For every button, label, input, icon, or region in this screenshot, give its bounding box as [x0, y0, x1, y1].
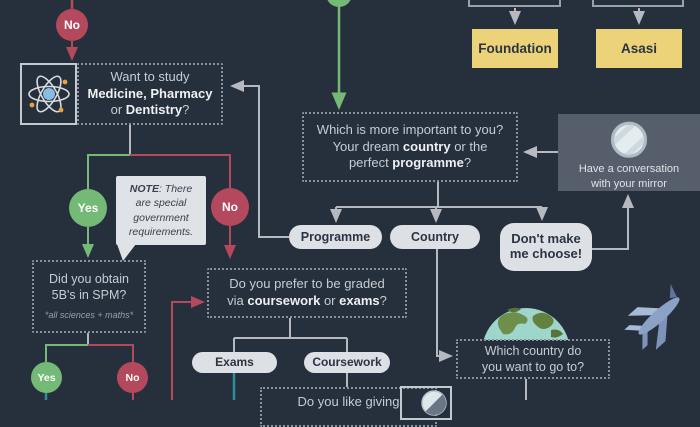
yes-circle-mid: Yes	[69, 189, 107, 227]
no-circle-mid-label: No	[222, 200, 238, 214]
country-pill: Country	[390, 225, 480, 249]
note-bubble-tail	[117, 244, 136, 261]
connector-lines	[44, 0, 645, 400]
programme-label: Programme	[300, 229, 371, 244]
important-line-2: Your dream country or the	[332, 138, 488, 154]
spm-question: Did you obtain 5B's in SPM? *all science…	[32, 260, 146, 333]
cutoff-box-right	[592, 0, 684, 7]
science-icon-box	[20, 63, 77, 125]
exams-label: Exams	[215, 354, 254, 369]
mirror-line-1: Have a conversation	[578, 163, 680, 176]
dont-choose-line-1: Don't make	[511, 231, 581, 247]
country-label: Country	[411, 229, 459, 244]
dont-choose-pill: Don't make me choose!	[500, 223, 592, 271]
foundation-label: Foundation	[478, 41, 552, 56]
yes-circle-mid-label: Yes	[77, 201, 99, 215]
programme-pill: Programme	[289, 225, 382, 249]
mirror-icon	[610, 121, 648, 158]
coursework-label: Coursework	[312, 354, 382, 369]
yes-circle-bottom-label: Yes	[37, 371, 56, 384]
graded-line-1: Do you prefer to be graded	[229, 276, 385, 292]
foundation-box: Foundation	[472, 29, 558, 68]
country-line-2: you want to go to?	[481, 360, 585, 374]
giving-line-1: Do you like giving	[297, 394, 400, 409]
coursework-pill: Coursework	[304, 352, 390, 373]
want-line-1: Want to study	[110, 69, 190, 85]
country-line-1: Which country do	[484, 344, 582, 358]
flowchart-canvas: { "palette": { "background": "#262f3c", …	[20, 0, 700, 427]
exams-pill: Exams	[192, 352, 277, 373]
atom-icon	[27, 75, 70, 113]
note-line-2: are special	[135, 197, 187, 210]
asasi-box: Asasi	[596, 29, 682, 68]
note-line-1: NOTE: There	[129, 183, 193, 196]
mirror-line-2: with your mirror	[591, 177, 667, 190]
want-line-3: or Dentistry?	[110, 102, 190, 118]
no-circle-bottom: No	[117, 362, 148, 393]
mirror-box: Have a conversation with your mirror	[558, 114, 700, 191]
no-circle-bottom-label: No	[125, 371, 140, 384]
no-circle-top-label: No	[64, 18, 80, 32]
important-line-3: perfect programme?	[348, 155, 472, 171]
spm-line-2: 5B's in SPM?	[51, 288, 127, 303]
important-line-1: Which is more important to you?	[316, 122, 504, 138]
dont-choose-line-2: me choose!	[509, 246, 583, 261]
want-to-study-question: Want to study Medicine, Pharmacy or Dent…	[77, 63, 223, 125]
graded-line-2: via coursework or exams?	[227, 293, 387, 308]
plane-icon	[624, 284, 680, 350]
want-line-2: Medicine, Pharmacy	[87, 85, 213, 101]
disc-icon	[421, 390, 447, 416]
country-question: Which country do you want to go to?	[456, 339, 610, 379]
no-circle-top: No	[56, 9, 88, 41]
disc-icon-box	[400, 386, 452, 420]
earth-icon	[483, 307, 569, 340]
note-line-3: government	[133, 211, 189, 224]
spm-line-1: Did you obtain	[49, 272, 129, 287]
yes-circle-bottom: Yes	[31, 362, 62, 393]
cutoff-box-left	[468, 0, 561, 7]
graded-question: Do you prefer to be graded via coursewor…	[207, 268, 407, 318]
spm-footnote: *all sciences + maths*	[44, 310, 134, 321]
no-circle-mid: No	[211, 188, 249, 226]
note-bubble: NOTE: There are special government requi…	[116, 176, 206, 245]
green-circle-partial	[326, 0, 352, 7]
important-question: Which is more important to you? Your dre…	[302, 112, 518, 182]
asasi-label: Asasi	[620, 41, 658, 56]
note-line-4: requirements.	[128, 225, 194, 238]
